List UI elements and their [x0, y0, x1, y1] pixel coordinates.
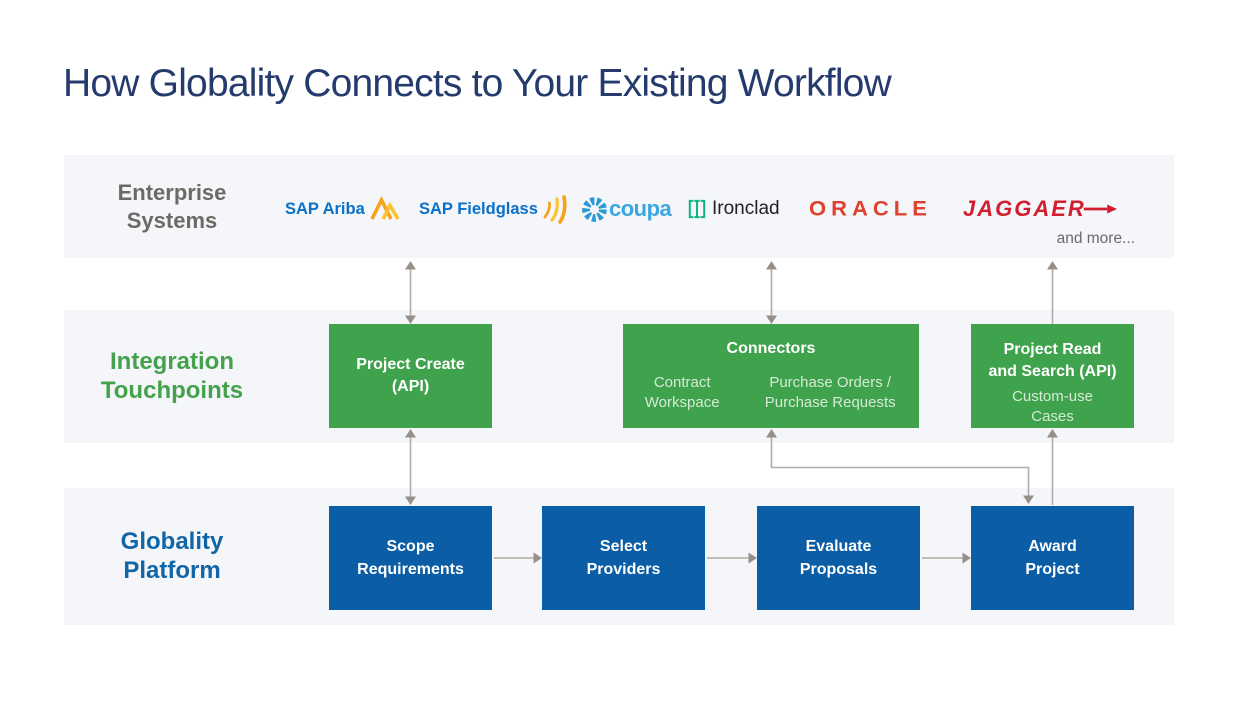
- award-project-box: Award Project: [971, 506, 1134, 610]
- jaggaer-arrow-icon: [1083, 204, 1117, 214]
- project-create-api-box: Project Create (API): [329, 324, 492, 428]
- select-providers-box: Select Providers: [542, 506, 705, 610]
- connectors-title: Connectors: [726, 340, 816, 357]
- coupa-sunburst-icon: [582, 196, 607, 222]
- ironclad-wordmark: Ironclad: [712, 198, 780, 219]
- project-read-search-api-box: Project Read and Search (API) Custom-use…: [971, 324, 1134, 428]
- enterprise-systems-band: [64, 155, 1174, 258]
- project-read-line: Project Read: [1003, 341, 1102, 358]
- evaluate-proposals-label: Evaluate Proposals: [799, 537, 878, 578]
- enterprise-systems-label: Enterprise Systems: [117, 180, 227, 233]
- and-search-api-line: and Search (API): [988, 362, 1117, 380]
- logo-oracle: ORACLE: [809, 188, 932, 230]
- oracle-wordmark: ORACLE: [809, 196, 932, 221]
- coupa-wordmark: coupa: [609, 196, 672, 221]
- fieldglass-swoosh-icon: [543, 195, 567, 224]
- jaggaer-wordmark: JAGGAER: [963, 196, 1086, 221]
- sap-ariba-wordmark: SAP Ariba: [285, 199, 365, 218]
- sap-fieldglass-wordmark: SAP Fieldglass: [419, 199, 538, 218]
- logo-coupa: coupa: [581, 188, 672, 230]
- logo-jaggaer: JAGGAER: [963, 188, 1118, 230]
- custom-use-cases-label: Custom-use Cases: [1012, 388, 1093, 425]
- logo-sap-fieldglass: SAP Fieldglass: [419, 188, 569, 230]
- scope-requirements-box: Scope Requirements: [329, 506, 492, 610]
- evaluate-proposals-box: Evaluate Proposals: [757, 506, 920, 610]
- project-read-search-title: Project Read and Search (API): [971, 324, 1134, 382]
- purchase-orders-requests-label: Purchase Orders / Purchase Requests: [764, 374, 896, 412]
- scope-requirements-label: Scope Requirements: [357, 537, 464, 578]
- connectors-items: Contract Workspace Purchase Orders / Pur…: [623, 373, 919, 414]
- integration-touchpoints-label: Integration Touchpoints: [100, 347, 244, 404]
- and-more-label: and more...: [1056, 230, 1135, 247]
- logo-ironclad: Ironclad: [688, 188, 780, 230]
- ariba-chevrons-icon: [370, 196, 400, 220]
- connectors-box: Connectors Contract Workspace Purchase O…: [623, 324, 919, 428]
- project-create-api-label: Project Create (API): [356, 355, 465, 395]
- award-project-label: Award Project: [1025, 537, 1080, 578]
- globality-platform-label: Globality Platform: [120, 527, 224, 584]
- select-providers-label: Select Providers: [586, 537, 661, 578]
- logo-sap-ariba: SAP Ariba: [285, 188, 401, 230]
- contract-workspace-label: Contract Workspace: [644, 374, 720, 412]
- ironclad-ibeam-icon: [688, 199, 706, 219]
- page-title: How Globality Connects to Your Existing …: [63, 62, 892, 105]
